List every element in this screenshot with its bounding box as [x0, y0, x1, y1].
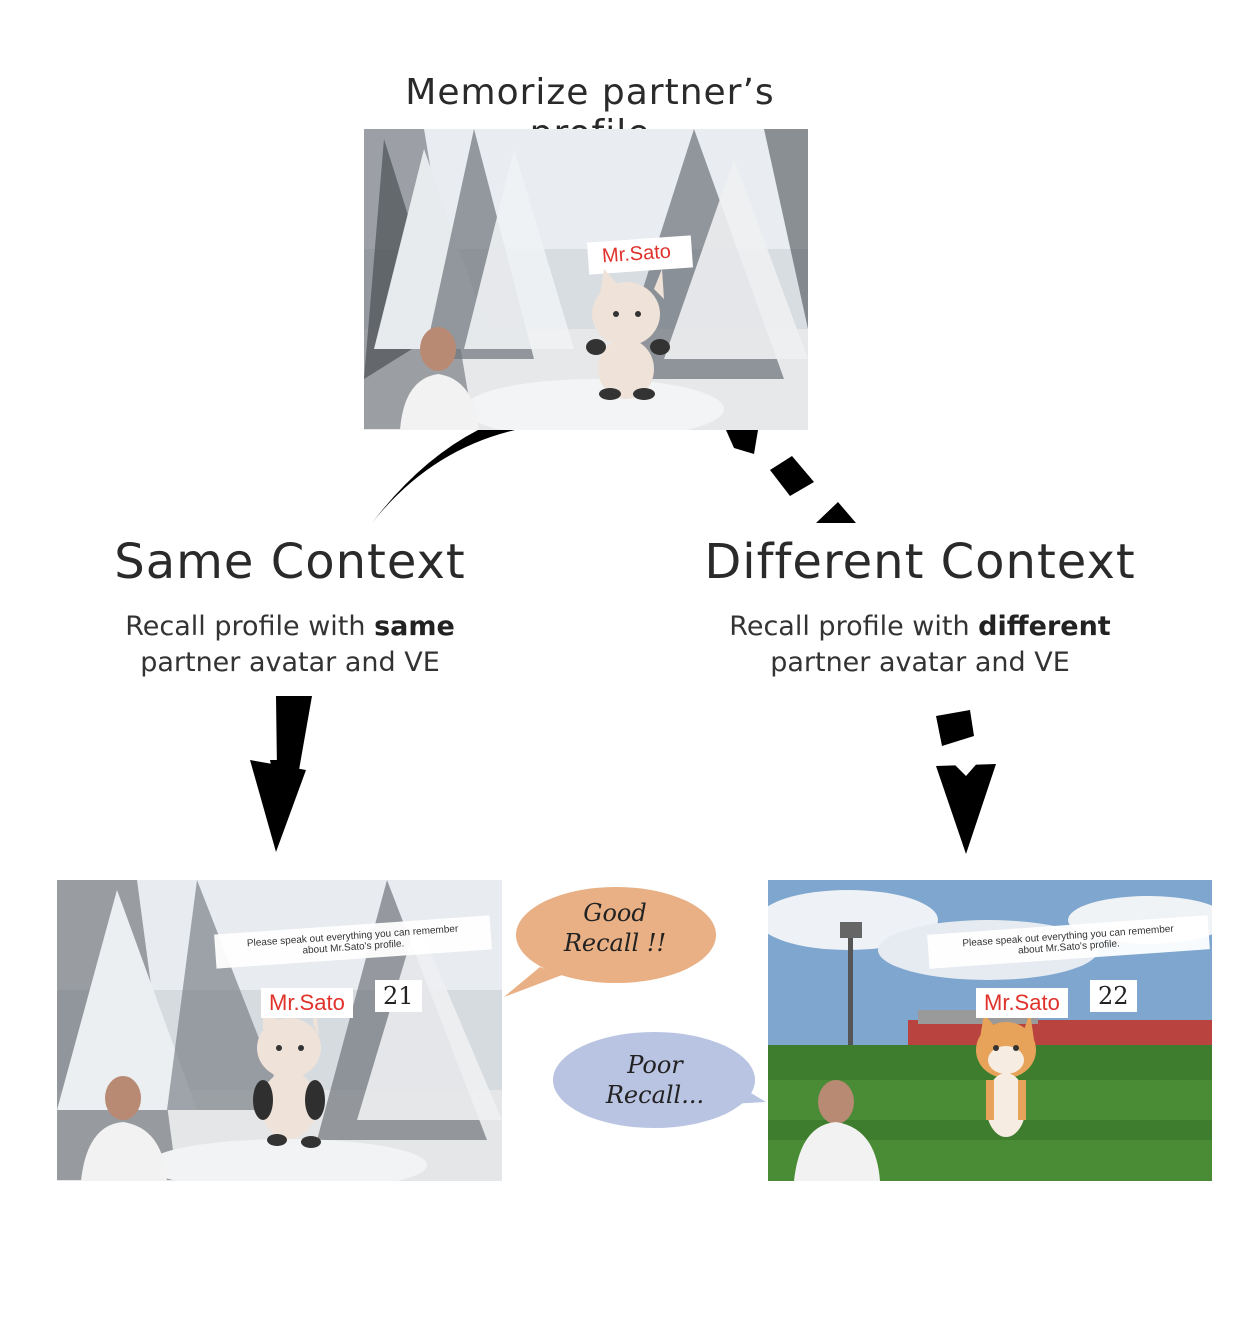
same-context-description: Recall profile with same partner avatar … — [60, 609, 520, 681]
different-context-arrow — [726, 430, 996, 854]
good-recall-text: Good Recall !! — [540, 898, 690, 958]
memorize-scene-image: Mr.Sato — [364, 129, 808, 430]
good-line1: Good — [583, 899, 647, 927]
different-name-tag: Mr.Sato — [976, 988, 1068, 1018]
different-desc-prefix: Recall profile with — [729, 611, 979, 642]
same-desc-bold: same — [374, 611, 455, 642]
poor-line1: Poor — [627, 1051, 683, 1079]
different-counter: 22 — [1090, 980, 1137, 1012]
good-line2: Recall !! — [563, 929, 667, 957]
good-recall-bubble — [504, 887, 716, 997]
poor-recall-text: Poor Recall... — [580, 1050, 730, 1110]
poor-recall-bubble — [553, 1032, 766, 1128]
different-context-description: Recall profile with different partner av… — [690, 609, 1150, 681]
same-counter: 21 — [375, 980, 422, 1012]
same-context-heading: Same Context — [114, 534, 466, 590]
same-context-arrow — [250, 430, 515, 852]
same-name-tag: Mr.Sato — [261, 988, 353, 1018]
same-context-scene-image: Please speak out everything you can reme… — [57, 880, 502, 1181]
different-desc-line2: partner avatar and VE — [770, 647, 1070, 678]
poor-line2: Recall... — [605, 1081, 705, 1109]
different-context-heading: Different Context — [704, 534, 1136, 590]
same-desc-line2: partner avatar and VE — [140, 647, 440, 678]
same-desc-prefix: Recall profile with — [125, 611, 375, 642]
different-context-scene-image: Please speak out everything you can reme… — [768, 880, 1212, 1181]
different-desc-bold: different — [978, 611, 1111, 642]
